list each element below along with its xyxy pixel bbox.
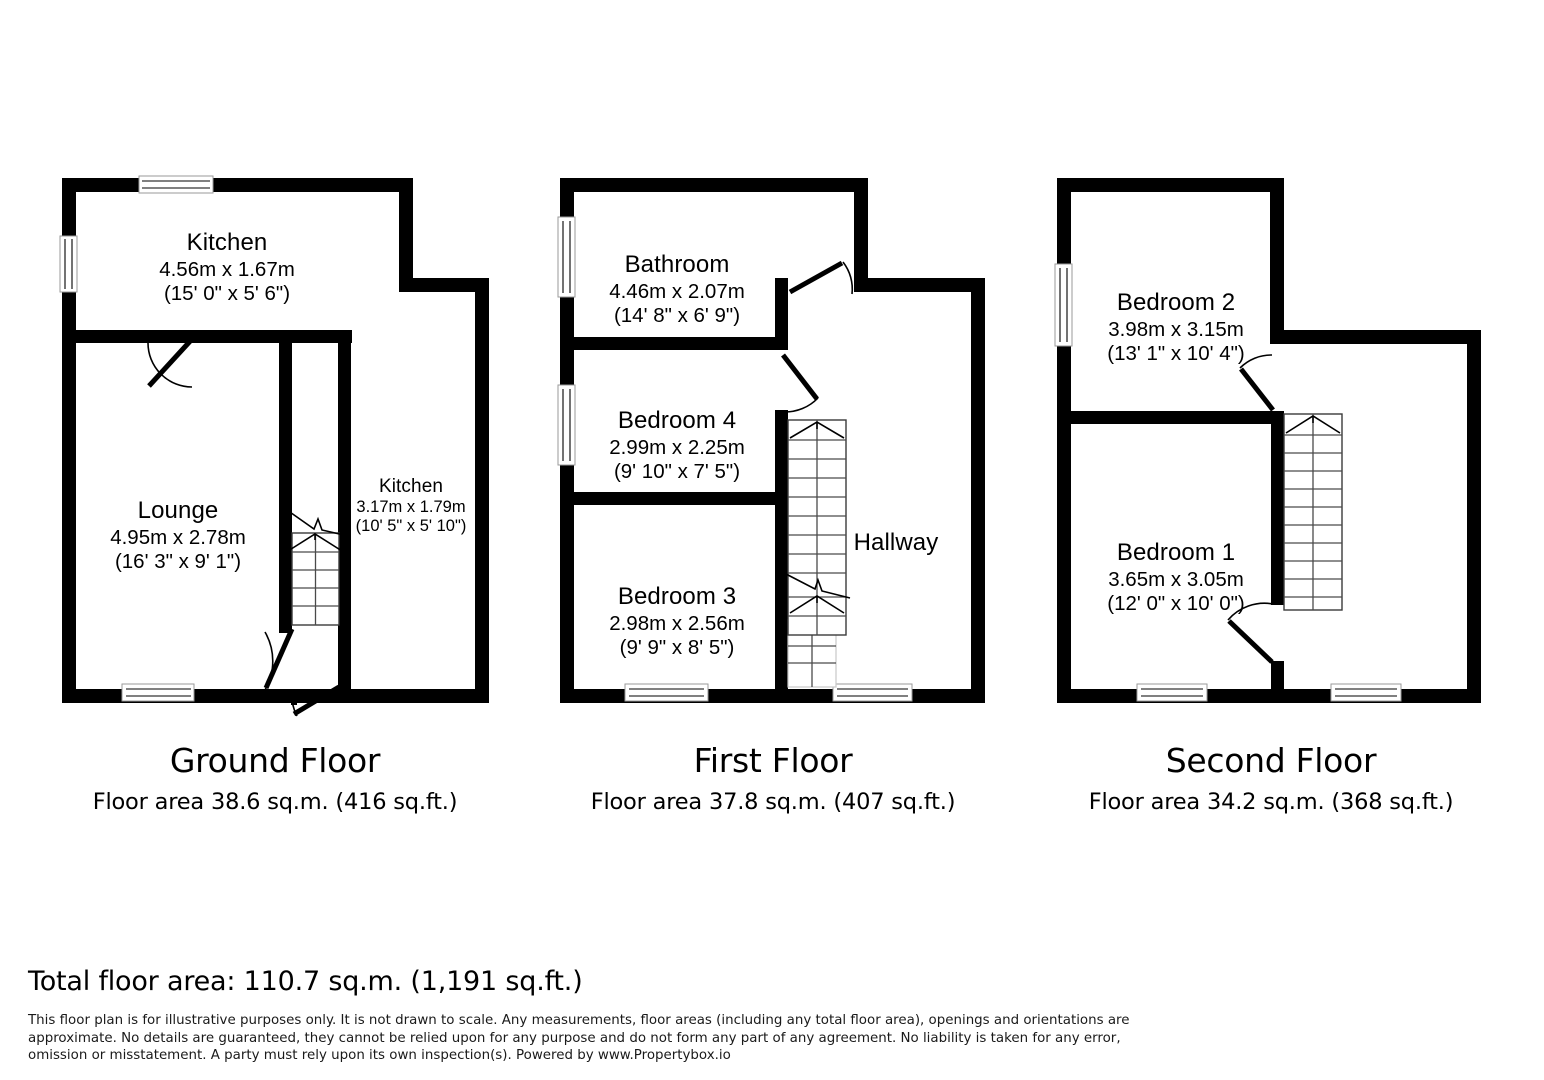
disclaimer-text: This floor plan is for illustrative purp… [28,1013,1130,1064]
first-interior-wall-hall-lower [775,410,788,689]
ground-window-kitchen-left [59,235,78,293]
total-floor-area: Total floor area: 110.7 sq.m. (1,191 sq.… [28,966,583,997]
second-interior-wall-bed2-bed1 [1057,411,1284,424]
floor-area: Floor area 34.2 sq.m. (368 sq.ft.) [1088,789,1454,815]
ground-window-kitchen-top [138,175,214,194]
first-interior-wall-bed4-bed3 [560,492,782,505]
first-door-bathroom [788,260,854,295]
ground-interior-wall-horizontal [62,330,352,343]
floor-caption-second: Second Floor Floor area 34.2 sq.m. (368 … [1051,741,1491,815]
second-door-bedroom1 [1227,602,1274,664]
ground-interior-wall-vertical-right [338,336,351,689]
first-window-bathroom-left [557,216,576,298]
first-interior-wall-hall-upper [775,278,788,350]
ground-entrance-wall-stub-left [279,619,292,633]
ground-floor-drawing [59,175,489,717]
ground-entrance-threshold [291,689,297,705]
first-window-bedroom3-bottom [624,683,709,702]
first-floor-drawing [557,178,985,703]
ground-door-kitchen-lounge [147,336,195,388]
floor-title: Ground Floor [169,741,381,780]
second-window-right-bottom [1330,683,1402,702]
ground-staircase [286,509,349,626]
second-floor-drawing [1054,178,1481,703]
second-window-bedroom1-bottom [1136,683,1208,702]
first-window-bedroom4-left [557,384,576,466]
floor-title: Second Floor [1165,741,1377,780]
first-interior-wall-bathroom-bed4 [560,337,782,350]
floor-caption-ground: Ground Floor Floor area 38.6 sq.m. (416 … [55,741,495,815]
floor-area: Floor area 37.8 sq.m. (407 sq.ft.) [590,789,956,815]
floor-title: First Floor [693,741,853,780]
ground-door-lounge-hall [263,627,295,691]
second-door-bedroom2 [1239,354,1275,412]
first-staircase [785,419,851,688]
floor-caption-first: First Floor Floor area 37.8 sq.m. (407 s… [553,741,993,815]
ground-window-lounge-bottom [121,683,195,702]
second-floor-outer-walls [1057,178,1481,703]
ground-floor-outer-walls [62,178,489,703]
second-wall-stub-bedroom1 [1271,661,1284,689]
first-door-bedroom4 [781,353,819,413]
second-interior-wall-stair-side [1271,411,1284,605]
ground-interior-wall-vertical-left [279,330,292,625]
second-window-bedroom2-left [1054,263,1073,347]
second-staircase [1283,413,1343,611]
first-floor-outer-walls [560,178,985,703]
floor-area: Floor area 38.6 sq.m. (416 sq.ft.) [92,789,458,815]
first-window-hallway-bottom [832,683,913,702]
